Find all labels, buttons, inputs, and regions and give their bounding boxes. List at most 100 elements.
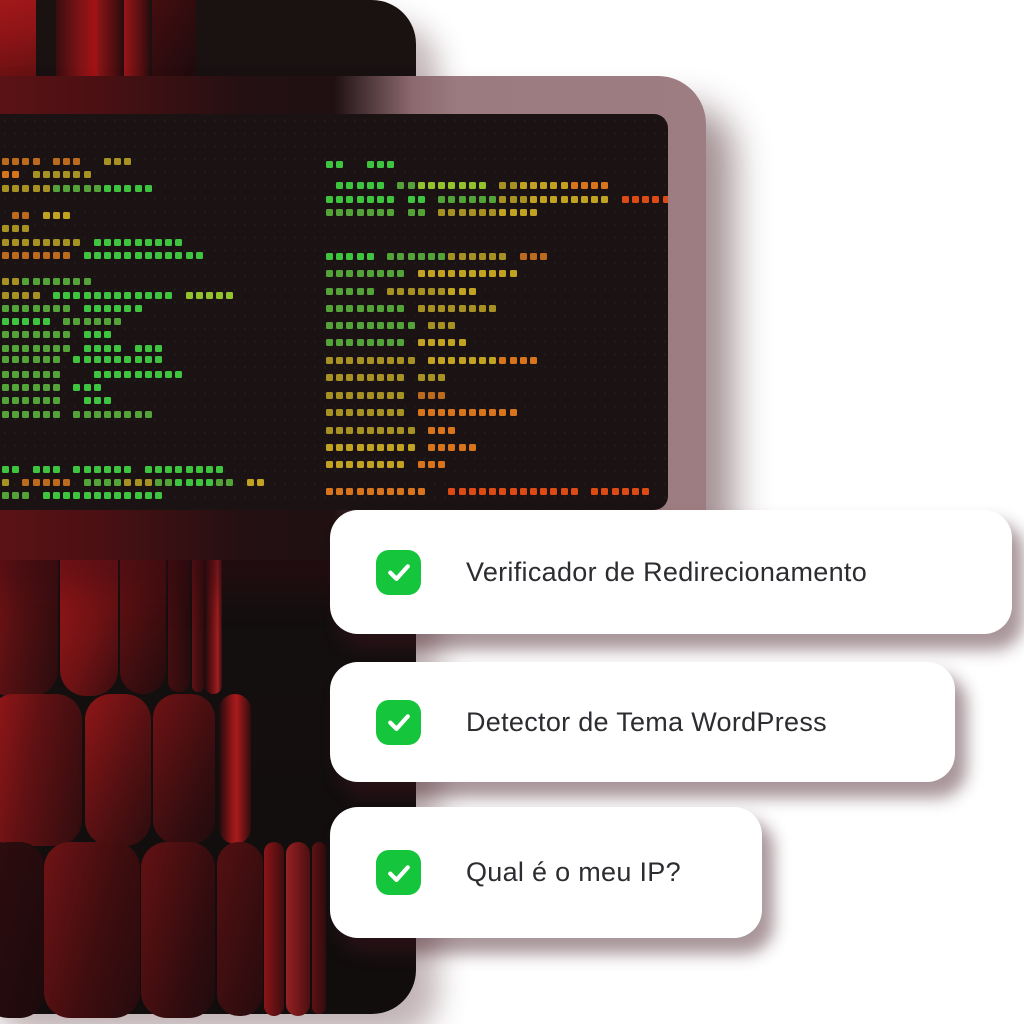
code-dot xyxy=(428,427,435,434)
code-dot xyxy=(134,345,142,352)
code-dot xyxy=(104,466,111,473)
code-dot xyxy=(346,253,354,260)
code-dot xyxy=(155,492,162,499)
code-dot xyxy=(438,374,446,381)
code-dot xyxy=(417,339,425,346)
code-dot xyxy=(12,239,20,246)
code-dot xyxy=(63,171,71,178)
code-dot xyxy=(124,292,132,299)
code-dot xyxy=(257,479,264,486)
code-dot xyxy=(22,158,30,165)
code-dot xyxy=(397,392,405,399)
code-dot xyxy=(346,357,354,364)
code-dot xyxy=(32,479,40,486)
code-dot xyxy=(438,357,446,364)
code-dot xyxy=(165,252,173,259)
code-dot xyxy=(397,488,405,495)
code-dot xyxy=(417,409,425,416)
code-dot xyxy=(175,479,183,486)
code-dot xyxy=(114,158,122,165)
code-dot xyxy=(336,444,344,451)
code-dot xyxy=(12,158,20,165)
code-dot xyxy=(155,466,162,473)
code-dot xyxy=(83,356,91,363)
code-dot xyxy=(428,461,435,468)
code-dot xyxy=(114,185,122,192)
code-dot xyxy=(458,357,466,364)
code-dot xyxy=(377,461,384,468)
code-dot xyxy=(489,409,497,416)
code-dot xyxy=(407,253,415,260)
code-dot xyxy=(326,374,333,381)
code-dot xyxy=(104,356,111,363)
code-dot xyxy=(42,371,50,378)
code-dot xyxy=(336,357,344,364)
code-dot xyxy=(438,305,446,312)
code-dot xyxy=(407,357,415,364)
code-dot xyxy=(2,305,9,312)
code-dot xyxy=(83,492,91,499)
code-dot xyxy=(377,357,384,364)
code-dot xyxy=(570,182,578,189)
code-dot xyxy=(499,409,507,416)
code-dot xyxy=(519,488,527,495)
code-dot xyxy=(387,392,395,399)
code-dot xyxy=(12,492,20,499)
code-dot xyxy=(63,185,71,192)
code-dot xyxy=(134,292,142,299)
code-dot xyxy=(417,374,425,381)
code-dot xyxy=(63,252,71,259)
code-dot xyxy=(93,239,101,246)
code-dot xyxy=(387,161,395,168)
code-dot xyxy=(489,357,497,364)
code-dot xyxy=(438,253,446,260)
code-dot xyxy=(124,158,132,165)
code-dot xyxy=(356,196,364,203)
code-dot xyxy=(336,488,344,495)
code-dot xyxy=(356,305,364,312)
code-dot xyxy=(468,444,476,451)
code-dot xyxy=(346,322,354,329)
code-dot xyxy=(175,466,183,473)
code-dot xyxy=(104,158,111,165)
code-dot xyxy=(468,270,476,277)
code-dot xyxy=(42,411,50,418)
tool-card[interactable]: Detector de Tema WordPress xyxy=(330,662,955,782)
code-dot xyxy=(2,171,9,178)
code-dot xyxy=(22,384,30,391)
code-dot xyxy=(124,239,132,246)
code-dot xyxy=(155,371,162,378)
code-dot xyxy=(63,318,71,325)
code-dot xyxy=(387,409,395,416)
red-pill-shape xyxy=(286,842,310,1016)
code-dot xyxy=(458,196,466,203)
code-dot xyxy=(468,209,476,216)
code-dot xyxy=(155,292,162,299)
code-dot xyxy=(479,196,486,203)
code-dot xyxy=(226,292,234,299)
code-dot xyxy=(134,492,142,499)
code-dot xyxy=(346,392,354,399)
code-dot xyxy=(42,331,50,338)
code-dot xyxy=(387,339,395,346)
tool-card[interactable]: Verificador de Redirecionamento xyxy=(330,510,1012,634)
code-dot xyxy=(42,345,50,352)
code-dot xyxy=(93,252,101,259)
code-dot xyxy=(32,411,40,418)
code-dot xyxy=(509,270,517,277)
card-label: Verificador de Redirecionamento xyxy=(466,556,868,587)
code-dot xyxy=(468,196,476,203)
code-dot xyxy=(83,185,91,192)
code-dot xyxy=(246,479,254,486)
code-dot xyxy=(2,239,9,246)
code-dot xyxy=(458,288,466,295)
code-dot xyxy=(63,212,71,219)
red-pill-shape xyxy=(312,842,326,1014)
tool-card[interactable]: Qual é o meu IP? xyxy=(330,807,762,938)
code-dot xyxy=(387,357,395,364)
code-dot xyxy=(448,488,456,495)
code-dot xyxy=(621,488,629,495)
code-dot xyxy=(468,488,476,495)
code-dot xyxy=(366,305,374,312)
code-dot xyxy=(53,411,60,418)
